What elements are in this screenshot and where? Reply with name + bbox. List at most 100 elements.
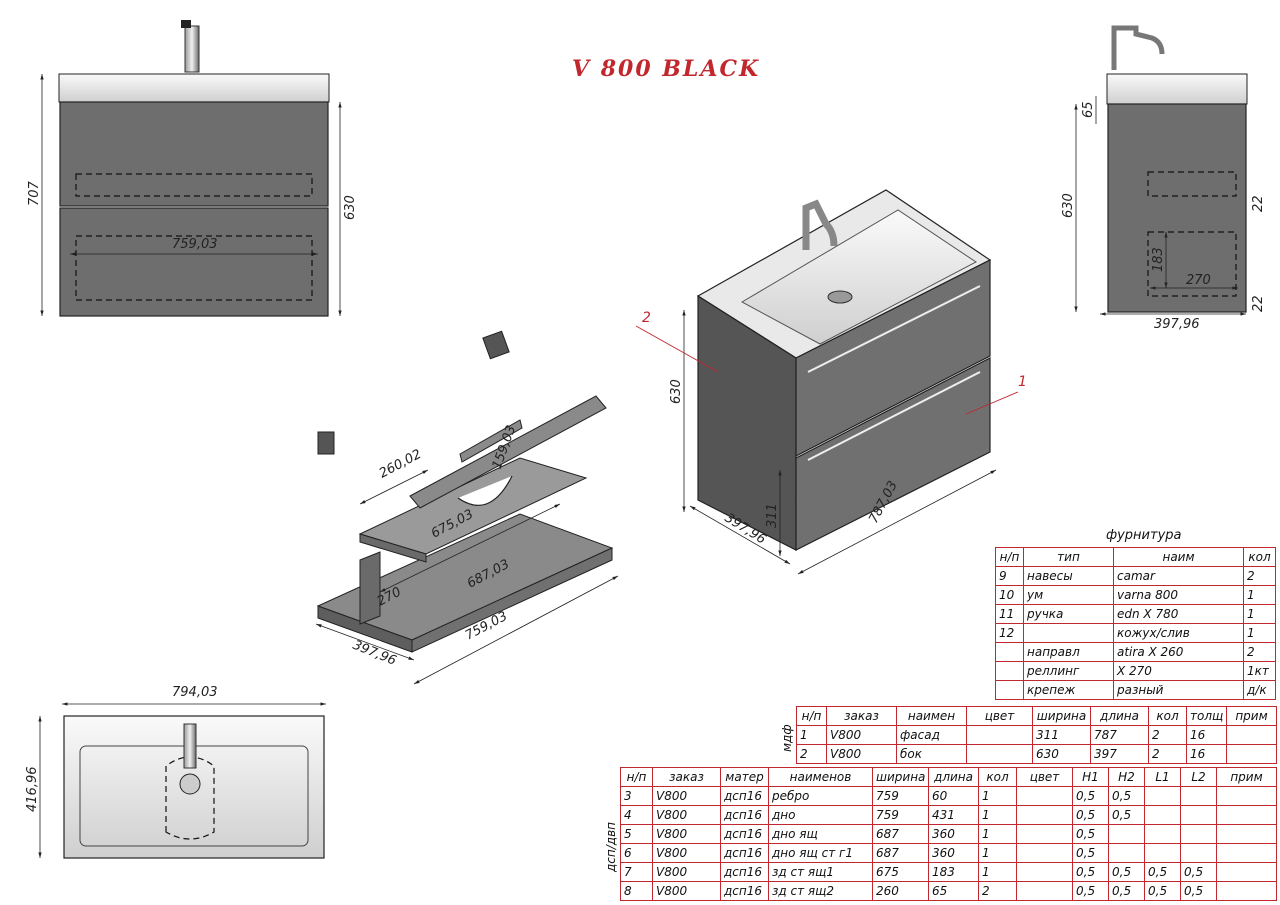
front-view: 707 630 759,03 [27, 20, 358, 317]
dim-exp-260: 260,02 [377, 447, 424, 482]
table-cell: 0,5 [1180, 862, 1217, 882]
table-cell: 397 [1090, 744, 1149, 764]
table-cell: V800 [652, 786, 721, 806]
table-cell: навесы [1023, 566, 1114, 586]
hardware-caption: фурнитура [1106, 528, 1182, 543]
table-cell: ручка [1023, 604, 1114, 624]
table-cell: 10 [995, 585, 1024, 605]
table-cell: V800 [652, 824, 721, 844]
table-cell [1180, 824, 1217, 844]
side-cabinet [1107, 103, 1247, 313]
table-header-cell: н/п [620, 767, 653, 787]
table-cell: дсп16 [720, 786, 769, 806]
table-header-cell: заказ [826, 706, 897, 726]
table-cell: 4 [620, 805, 653, 825]
callout-1: 1 [1018, 374, 1027, 390]
table-cell: edn X 780 [1113, 604, 1244, 624]
table-cell: дсп16 [720, 881, 769, 901]
table-cell [1016, 805, 1073, 825]
table-cell: дно [768, 805, 873, 825]
table-header-cell: н/п [796, 706, 827, 726]
table-cell: 0,5 [1180, 881, 1217, 901]
table-cell: 687 [872, 843, 929, 863]
iso-drawer-top [795, 259, 991, 457]
table-cell: 8 [620, 881, 653, 901]
table-cell: 2 [978, 881, 1017, 901]
table-cell [1016, 786, 1073, 806]
table-header-cell: толщ [1186, 706, 1227, 726]
table-cell [1016, 824, 1073, 844]
table-cell: 0,5 [1072, 786, 1109, 806]
dim-front-height: 630 [343, 195, 358, 220]
table-cell: 0,5 [1072, 862, 1109, 882]
table-cell: крепеж [1023, 680, 1114, 700]
table-cell: д/к [1243, 680, 1276, 700]
table-cell: 11 [995, 604, 1024, 624]
table-cell: 2 [1148, 725, 1187, 745]
table-cell: 65 [928, 881, 979, 901]
table-cell: 7 [620, 862, 653, 882]
dim-side-183: 183 [1151, 247, 1166, 272]
table-header-cell: длина [928, 767, 979, 787]
drawing-title: V 800 BLACK [572, 56, 760, 82]
table-cell [1144, 824, 1181, 844]
dim-side-depth: 397,96 [1154, 317, 1200, 332]
dim-side-22-top: 22 [1251, 195, 1266, 212]
table-cell: кожух/слив [1113, 623, 1244, 643]
table-cell: 2 [1243, 642, 1276, 662]
table-cell [995, 661, 1024, 681]
table-header-cell: кол [1148, 706, 1187, 726]
table-cell: V800 [826, 744, 897, 764]
table-cell [1180, 805, 1217, 825]
dim-side-22-bottom: 22 [1251, 295, 1266, 312]
table-cell: 183 [928, 862, 979, 882]
table-cell [1144, 805, 1181, 825]
table-cell: 787 [1090, 725, 1149, 745]
table-cell: 1 [978, 843, 1017, 863]
table-cell: фасад [896, 725, 967, 745]
table-header-cell: матер [720, 767, 769, 787]
table-header-cell: ширина [1032, 706, 1091, 726]
table-cell: 759 [872, 805, 929, 825]
table-cell: дсп16 [720, 843, 769, 863]
table-cell: 675 [872, 862, 929, 882]
table-header-cell: прим [1226, 706, 1277, 726]
table-cell: varna 800 [1113, 585, 1244, 605]
table-cell [1216, 881, 1277, 901]
table-cell [995, 680, 1024, 700]
dim-iso-311: 311 [765, 503, 780, 528]
table-cell [1180, 786, 1217, 806]
table-cell [1180, 843, 1217, 863]
table-cell: 360 [928, 843, 979, 863]
table-cell [1216, 805, 1277, 825]
table-cell: направл [1023, 642, 1114, 662]
hinge-icon [482, 330, 510, 360]
table-cell [1016, 881, 1073, 901]
table-cell: 1 [796, 725, 827, 745]
table-cell: зд ст ящ1 [768, 862, 873, 882]
callout-2: 2 [642, 310, 651, 326]
table-cell: 360 [928, 824, 979, 844]
table-cell: разный [1113, 680, 1244, 700]
table-cell: 0,5 [1072, 881, 1109, 901]
table-cell [1216, 786, 1277, 806]
front-drawer-top [59, 101, 329, 207]
table-cell: 0,5 [1072, 843, 1109, 863]
dim-side-270: 270 [1186, 273, 1211, 288]
table-cell: 0,5 [1108, 862, 1145, 882]
top-drain [179, 773, 201, 795]
table-cell: 0,5 [1072, 824, 1109, 844]
dim-top-depth: 416,96 [25, 767, 40, 813]
table-cell: 2 [796, 744, 827, 764]
